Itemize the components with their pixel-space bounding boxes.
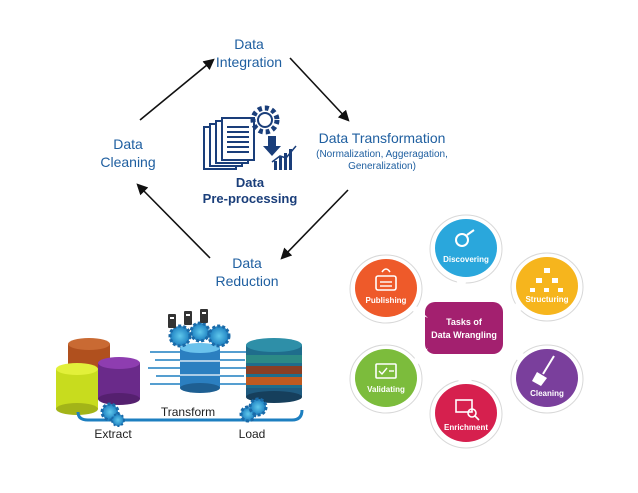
gear-icon bbox=[100, 397, 268, 427]
task-bubble-enrichment: Enrichment bbox=[429, 360, 503, 449]
wrangling-center-line2: Data Wrangling bbox=[431, 330, 497, 340]
preprocessing-cycle: Data Integration Data Transformation (No… bbox=[100, 36, 448, 289]
transformation-sub-line2: Generalization) bbox=[348, 161, 416, 172]
checklist-icon bbox=[375, 363, 397, 379]
task-label-enrichment: Enrichment bbox=[444, 423, 488, 432]
bar-chart-icon bbox=[271, 145, 297, 170]
target-warehouse bbox=[246, 338, 302, 403]
preprocessing-icon bbox=[203, 105, 297, 170]
transform-database bbox=[148, 309, 252, 393]
task-bubble-discovering: Discovering bbox=[429, 214, 503, 296]
reduction-label-line2: Reduction bbox=[215, 273, 278, 289]
arrow-reduction-to-cleaning bbox=[136, 183, 211, 259]
center-label-line1: Data bbox=[236, 175, 265, 190]
task-label-publishing: Publishing bbox=[366, 296, 407, 305]
document-search-icon bbox=[455, 399, 480, 421]
source-cylinder-purple bbox=[98, 357, 140, 405]
transformation-label: Data Transformation bbox=[319, 130, 446, 146]
integration-label-line2: Integration bbox=[216, 54, 282, 70]
cleaning-label-line2: Cleaning bbox=[100, 154, 155, 170]
task-bubble-publishing: Publishing bbox=[349, 254, 428, 324]
hierarchy-icon bbox=[530, 268, 563, 292]
wrangling-diagram: Tasks of Data Wrangling Discovering bbox=[349, 214, 584, 449]
upload-cloud-icon bbox=[375, 268, 397, 291]
etl-diagram: Transform Extract Load bbox=[56, 309, 304, 441]
load-label: Load bbox=[239, 427, 266, 441]
task-bubble-validating: Validating bbox=[349, 344, 428, 414]
wrangling-center-bubble: Tasks of Data Wrangling bbox=[425, 302, 503, 354]
etl-flow-line bbox=[76, 409, 304, 422]
arrow-integration-to-transformation bbox=[289, 57, 350, 122]
magnifier-icon bbox=[455, 229, 475, 247]
center-label-line2: Pre-processing bbox=[203, 191, 298, 206]
task-label-structuring: Structuring bbox=[525, 295, 568, 304]
broom-icon bbox=[532, 355, 555, 386]
task-label-validating: Validating bbox=[367, 385, 405, 394]
task-bubble-structuring: Structuring bbox=[506, 252, 584, 322]
task-label-discovering: Discovering bbox=[443, 255, 489, 264]
extract-label: Extract bbox=[94, 427, 132, 441]
wrangling-center-line1: Tasks of bbox=[446, 317, 483, 327]
reduction-label-line1: Data bbox=[232, 255, 262, 271]
task-label-cleaning: Cleaning bbox=[530, 389, 564, 398]
gear-icon bbox=[168, 321, 231, 348]
transform-label: Transform bbox=[161, 405, 215, 419]
task-bubble-cleaning: Cleaning bbox=[504, 344, 584, 414]
server-icon bbox=[168, 309, 208, 328]
cleaning-label-line1: Data bbox=[113, 136, 143, 152]
arrow-cleaning-to-integration bbox=[139, 58, 215, 121]
transformation-sub-line1: (Normalization, Aggeragation, bbox=[316, 149, 448, 160]
source-cylinder-yellow bbox=[56, 363, 98, 415]
integration-label-line1: Data bbox=[234, 36, 264, 52]
gear-icon bbox=[250, 105, 280, 135]
arrow-transformation-to-reduction bbox=[280, 189, 349, 260]
